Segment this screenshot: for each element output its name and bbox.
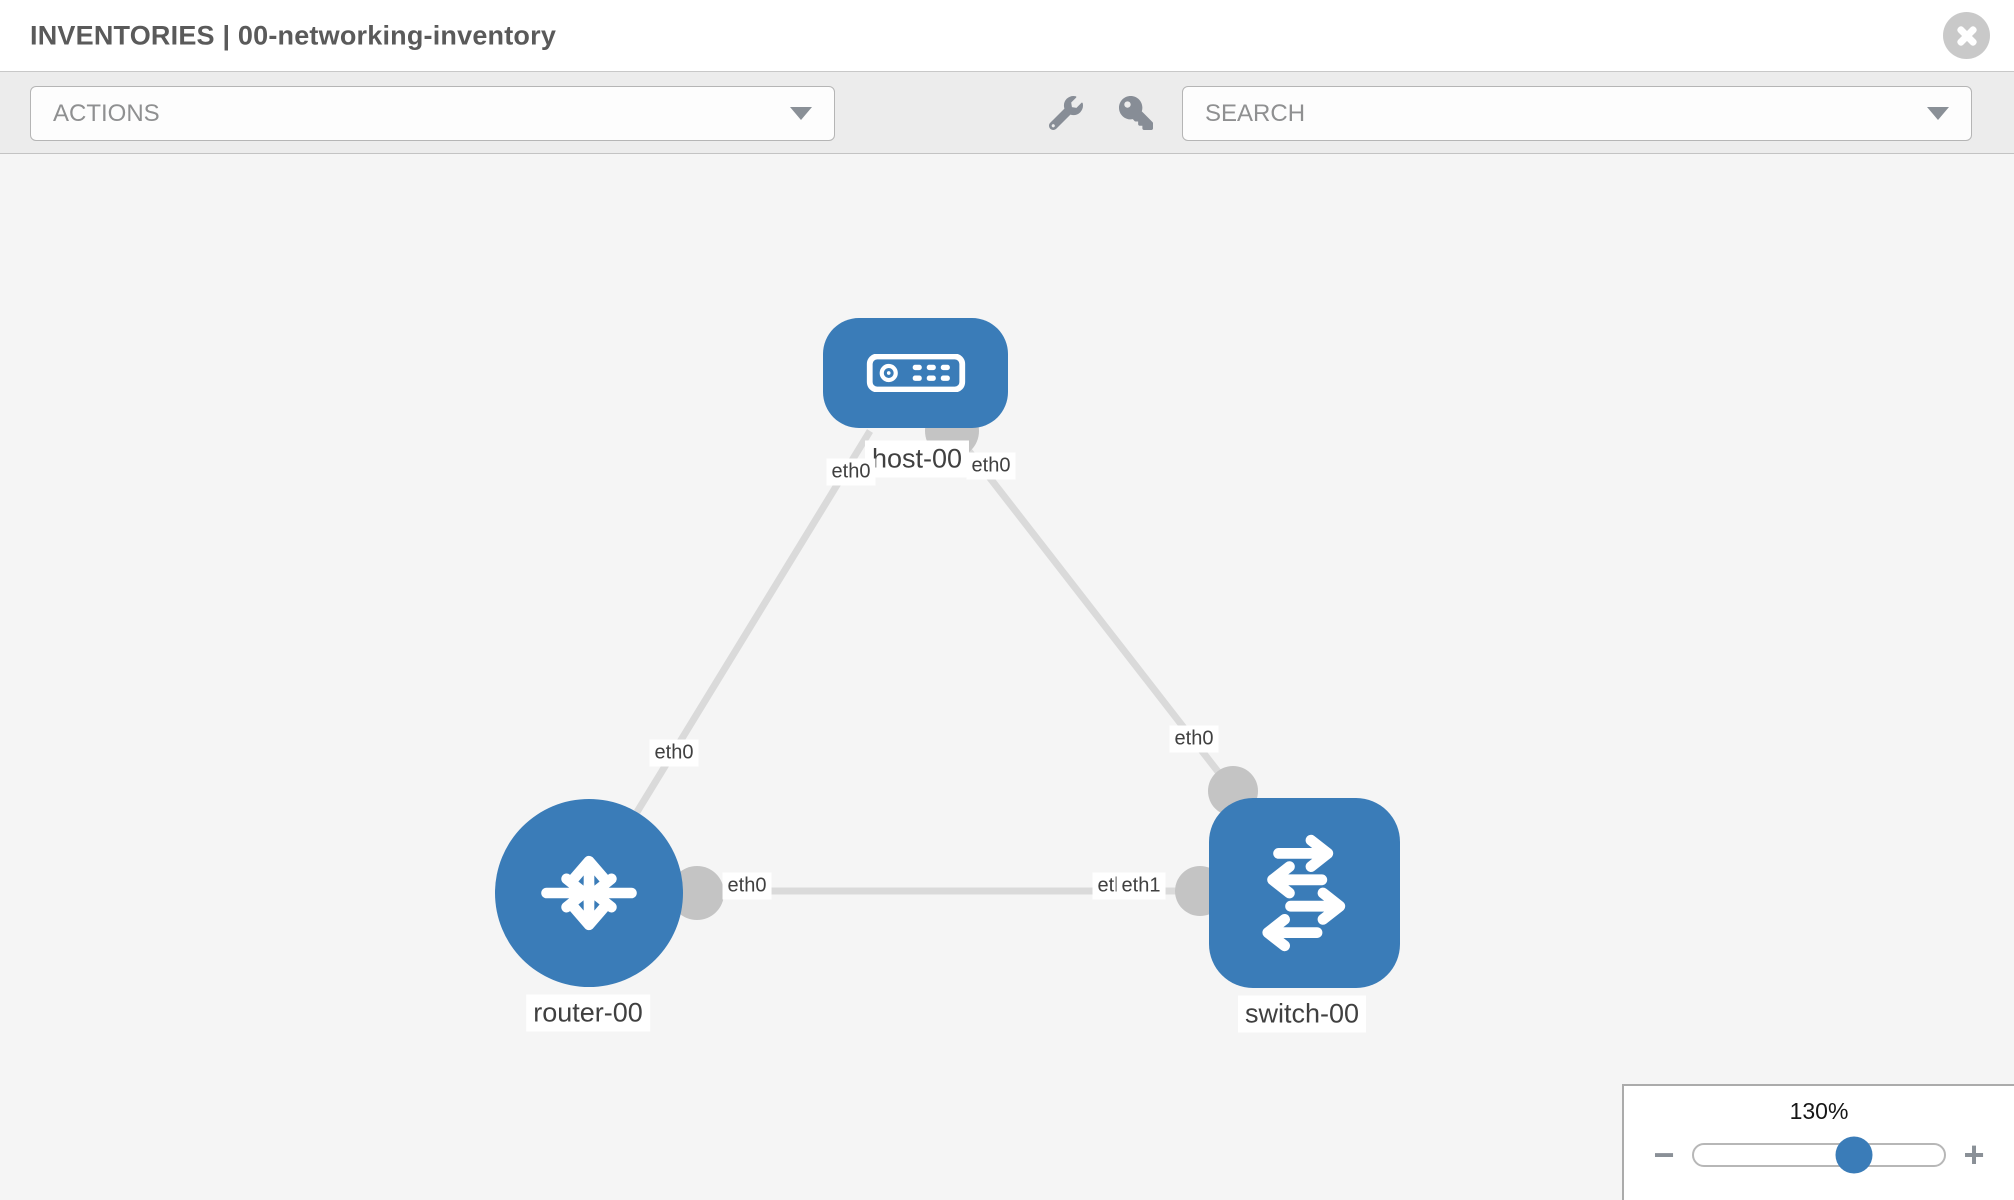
links-layer [634,404,1258,920]
zoom-slider-handle[interactable] [1835,1136,1873,1174]
host-icon [866,354,965,392]
if-label-switch-eth1-left: eth1 [1116,872,1166,900]
zoom-level: 130% [1789,1098,1849,1124]
key-icon [1119,95,1153,130]
router-icon [541,855,637,931]
switch-icon [1261,834,1345,952]
if-label-router-eth0-top: eth0 [649,739,699,767]
credentials-button[interactable] [1114,91,1158,135]
node-host-00[interactable] [823,318,1008,428]
topology-canvas[interactable]: host-00 router-00 switch-00 eth0 eth0 et… [0,154,2014,1200]
if-label-host-eth0-right: eth0 [966,452,1016,480]
zoom-out-button[interactable]: − [1653,1134,1675,1175]
zoom-slider[interactable] [1692,1136,1946,1174]
zoom-panel: 130% − + [1622,1084,2014,1200]
chevron-down-icon [790,107,812,120]
toolbar: ACTIONS SEARCH [0,71,2014,154]
search-dropdown-label: SEARCH [1205,99,1306,127]
node-label-router: router-00 [526,994,650,1032]
modal-header: INVENTORIES | 00-networking-inventory [0,0,2014,71]
if-label-switch-eth0-top: eth0 [1169,725,1219,753]
if-label-router-eth0-right: eth0 [722,872,772,900]
port-router-eth0 [670,866,724,920]
configure-button[interactable] [1044,91,1088,135]
node-switch-00[interactable] [1209,798,1400,988]
zoom-controls: − + [1624,1134,2014,1175]
node-router-00[interactable] [495,799,683,987]
close-button[interactable] [1943,12,1990,59]
actions-dropdown[interactable]: ACTIONS [30,86,835,141]
if-label-host-eth0-left: eth0 [826,458,876,486]
node-label-switch: switch-00 [1237,995,1367,1033]
page-title: INVENTORIES | 00-networking-inventory [30,20,557,50]
node-label-host: host-00 [864,440,970,478]
zoom-in-button[interactable]: + [1963,1134,1985,1175]
chevron-down-icon [1927,107,1949,120]
search-dropdown[interactable]: SEARCH [1182,86,1972,141]
actions-dropdown-label: ACTIONS [53,99,160,127]
wrench-icon [1049,95,1083,130]
